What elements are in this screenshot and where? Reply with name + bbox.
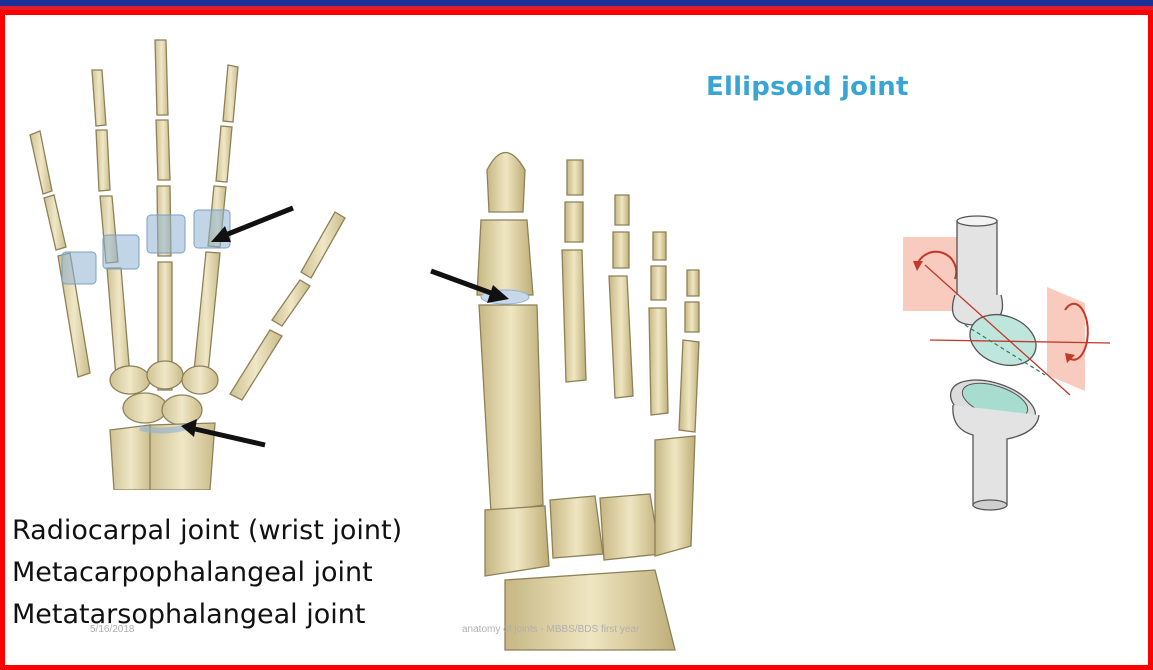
- slide-title: Ellipsoid joint: [706, 72, 909, 102]
- foot-skeleton-illustration: [465, 140, 725, 660]
- joint-examples-list: Radiocarpal joint (wrist joint) Metacarp…: [12, 510, 402, 636]
- joint-example-radiocarpal: Radiocarpal joint (wrist joint): [12, 510, 402, 552]
- joint-example-metacarpophalangeal: Metacarpophalangeal joint: [12, 552, 402, 594]
- footer-credit: anatomy of joints - MBBS/BDS first year: [462, 624, 639, 635]
- slide-top-bar: [0, 0, 1153, 10]
- arrow-wrist-pointer: [175, 415, 275, 455]
- arrow-mtp-pointer: [425, 265, 515, 310]
- arrow-mcp-pointer: [205, 200, 305, 250]
- ellipsoid-joint-schematic: [895, 215, 1125, 515]
- joint-example-metatarsophalangeal: Metatarsophalangeal joint: [12, 594, 402, 636]
- footer-date: 5/16/2018: [90, 624, 135, 635]
